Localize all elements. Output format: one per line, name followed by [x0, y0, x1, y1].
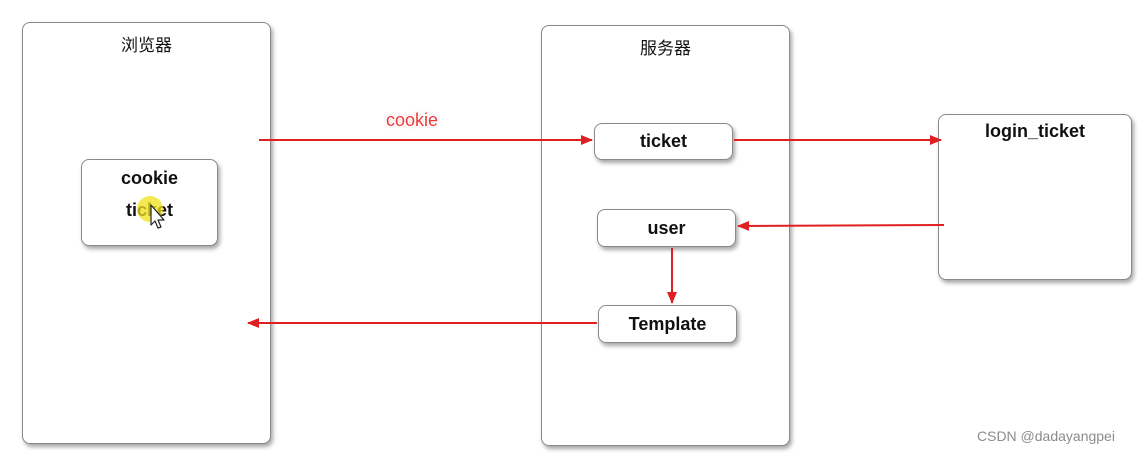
user-box: user: [597, 209, 736, 247]
template-box: Template: [598, 305, 737, 343]
watermark: CSDN @dadayangpei: [977, 428, 1115, 444]
ticket-box: ticket: [594, 123, 733, 160]
browser-title: 浏览器: [121, 36, 172, 56]
cookie-arrow-label: cookie: [386, 110, 439, 130]
server-title: 服务器: [640, 39, 691, 59]
arrow-login-ticket-to-user: [737, 220, 945, 231]
cursor-icon: [137, 196, 165, 229]
login-ticket-box: login_ticket: [938, 114, 1132, 280]
cookie-store-title: cookie: [120, 168, 179, 188]
